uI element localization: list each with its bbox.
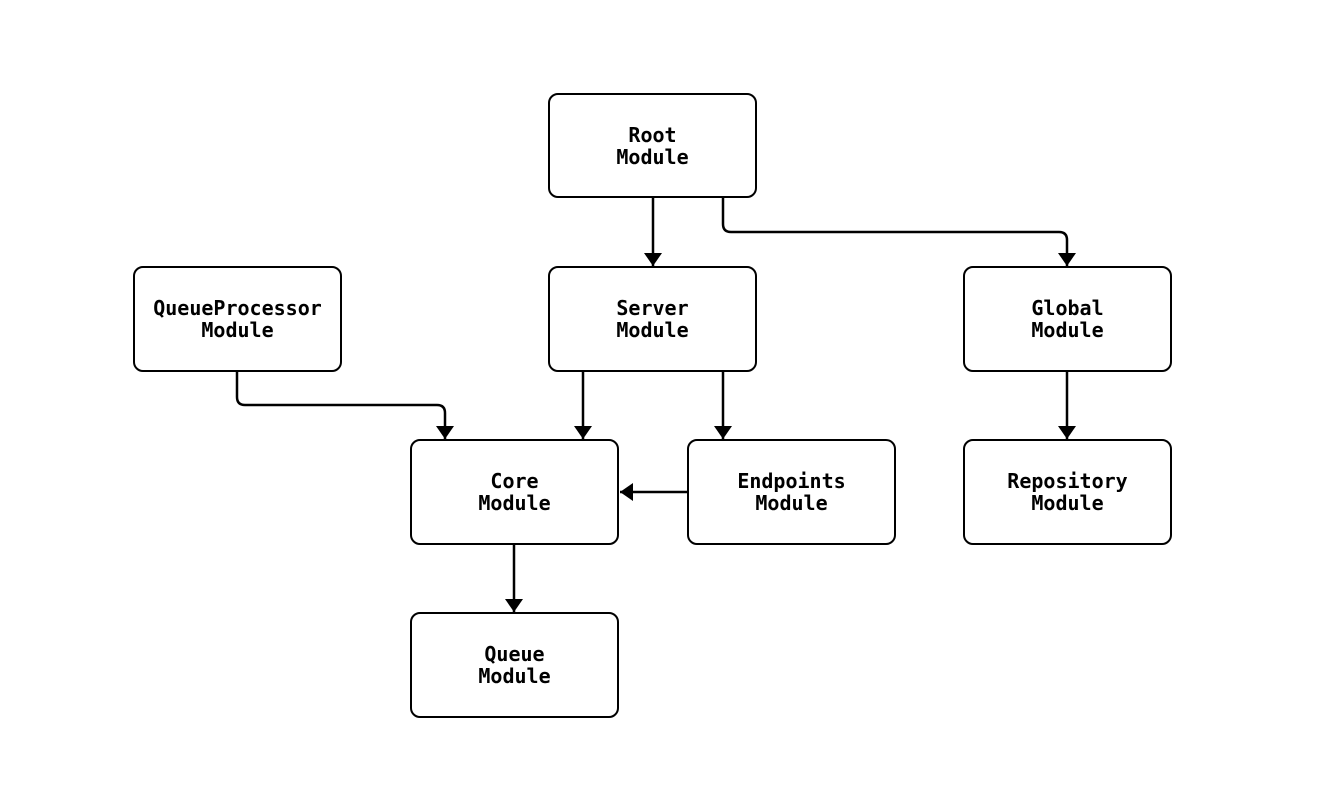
node-label: Queue Module <box>478 642 551 688</box>
node-label: Endpoints Module <box>737 469 846 515</box>
edge-root-to-global <box>721 198 1076 266</box>
node-global-module: Global Module <box>963 266 1172 372</box>
node-root-module: Root Module <box>548 93 757 198</box>
node-core-module: Core Module <box>410 439 619 545</box>
node-repository-module: Repository Module <box>963 439 1172 545</box>
node-label: Core Module <box>478 469 551 515</box>
edge-queueprocessor-to-core <box>235 372 454 439</box>
node-label: QueueProcessor Module <box>153 296 322 342</box>
node-queueprocessor-module: QueueProcessor Module <box>133 266 342 372</box>
node-label: Root Module <box>616 122 689 169</box>
node-endpoints-module: Endpoints Module <box>687 439 896 545</box>
node-label: Repository Module <box>1007 469 1128 515</box>
node-label: Global Module <box>1031 296 1104 342</box>
node-queue-module: Queue Module <box>410 612 619 718</box>
node-label: Server Module <box>616 296 689 342</box>
node-server-module: Server Module <box>548 266 757 372</box>
